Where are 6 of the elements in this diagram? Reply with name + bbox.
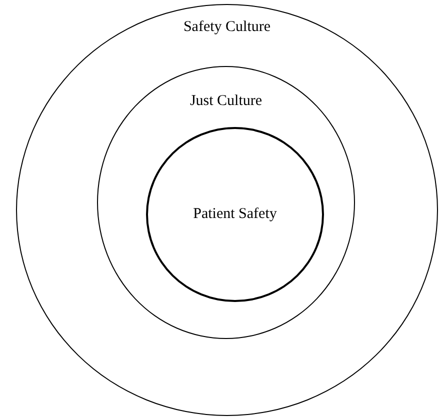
circle — [97, 66, 355, 339]
circle — [16, 4, 438, 416]
circle-label: Patient Safety — [192, 205, 278, 224]
circle-label: Safety Culture — [182, 18, 272, 37]
circle-label: Just Culture — [188, 92, 264, 111]
circle — [146, 127, 324, 302]
